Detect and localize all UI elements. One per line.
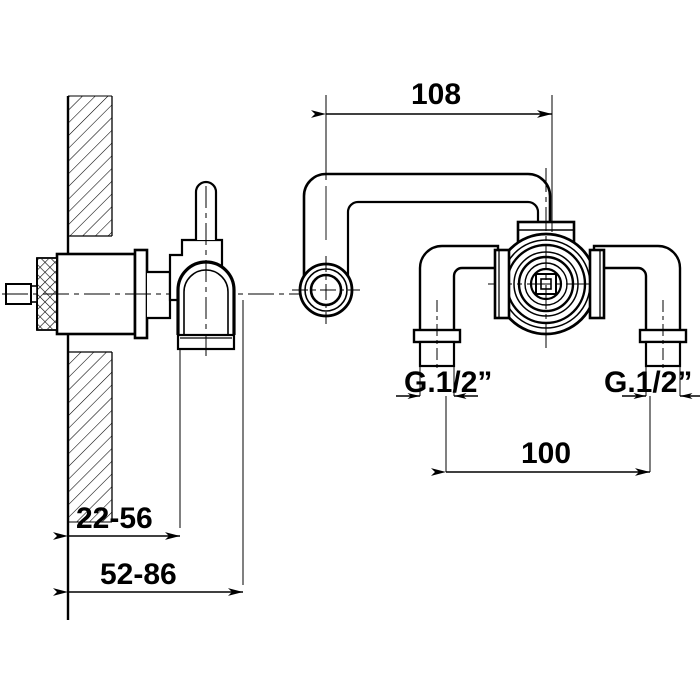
inlet-spacing-dimension-label: 100 [521, 437, 571, 470]
spout-outer-contour [302, 172, 552, 290]
left-elbow-flange [493, 248, 511, 320]
lever-handle [168, 180, 244, 585]
total-projection-dimension-label: 52-86 [100, 558, 177, 591]
spout-reach-dimension-label: 108 [411, 78, 461, 111]
right-elbow-flange [588, 248, 606, 320]
right-elbow-body [592, 244, 682, 342]
valve-cartridge [2, 248, 300, 340]
left-inlet-thread-label: G.1/2” [404, 366, 492, 399]
swivel-spout [292, 172, 552, 324]
left-dimension-group: 22-56 52-86 [53, 502, 243, 596]
right-inlet-thread-label: G.1/2” [604, 366, 692, 399]
spout-reach-dimension-group: 108 [311, 78, 553, 232]
inlet-spacing-dimension-group: 100 [431, 396, 651, 476]
thread-label-group: G.1/2” G.1/2” [396, 366, 700, 399]
wall-section [66, 95, 113, 620]
left-inlet-elbow [412, 244, 511, 396]
spout-inner-contour [346, 200, 540, 282]
wall-hatch-upper [68, 96, 112, 236]
handle-lever-stem [194, 180, 218, 240]
cartridge-shank [147, 270, 172, 320]
wall-hatch-lower [68, 352, 112, 522]
side-section-view: 22-56 52-86 [2, 95, 300, 620]
front-elevation-view: 108 G.1/2” G.1/2” 100 [292, 78, 700, 476]
wall-thickness-dimension-label: 22-56 [76, 502, 153, 535]
left-elbow-body [418, 244, 500, 342]
right-inlet-elbow [588, 244, 688, 396]
